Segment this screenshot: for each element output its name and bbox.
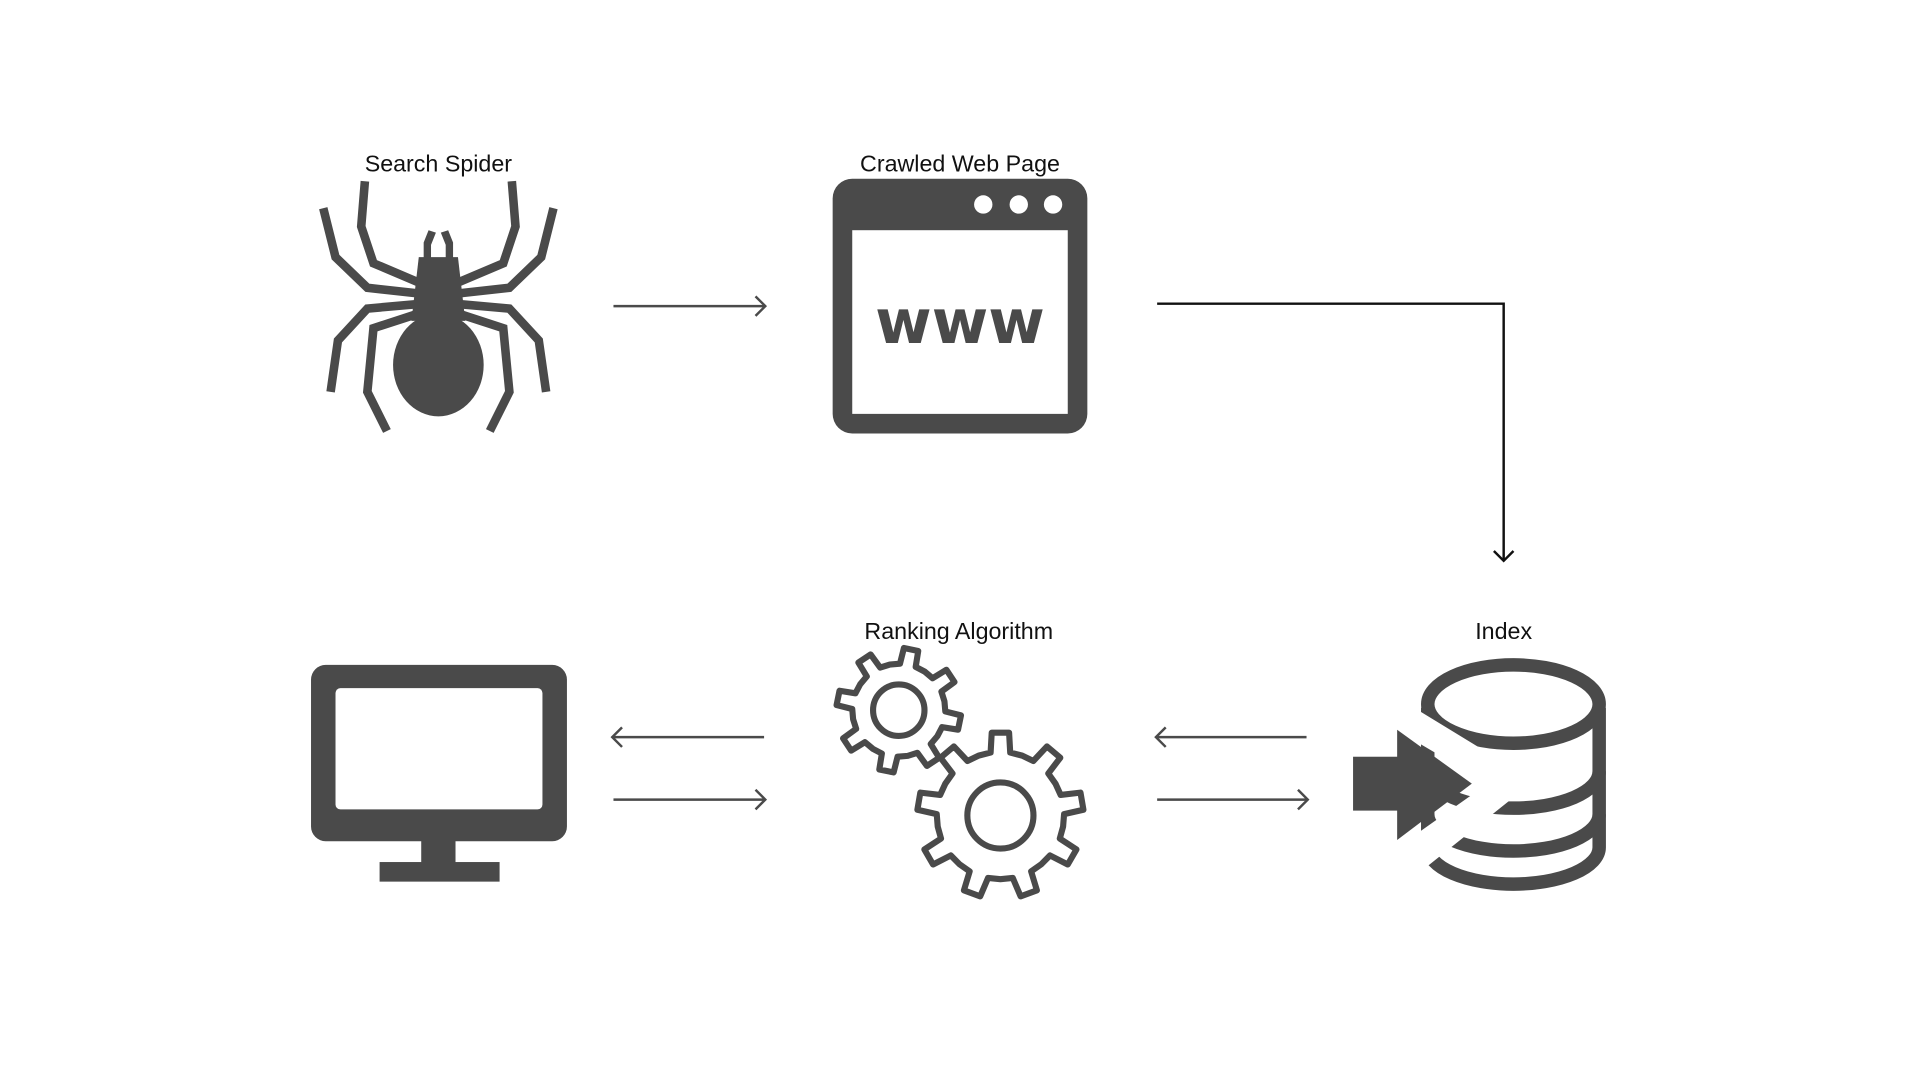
arrow-index-to-ranking (1154, 726, 1307, 748)
arrow-spider-to-page (613, 295, 768, 317)
small-gear-icon (833, 644, 965, 776)
www-text: www (875, 287, 1045, 358)
arrow-ranking-to-monitor (610, 726, 765, 748)
arrow-ranking-to-index (1157, 788, 1310, 811)
spider-icon (319, 180, 558, 433)
connector-page-to-index (1157, 302, 1515, 563)
label-search-spider: Search Spider (365, 150, 513, 176)
label-crawled-web-page: Crawled Web Page (860, 150, 1060, 176)
insert-arrow-icon (1353, 704, 1519, 882)
arrow-monitor-to-ranking (613, 788, 768, 811)
gears-icon (833, 644, 1087, 900)
large-gear-icon (914, 729, 1087, 900)
monitor-icon (311, 664, 567, 882)
browser-window-icon: www (832, 178, 1088, 434)
label-ranking-algorithm: Ranking Algorithm (864, 618, 1053, 644)
label-index: Index (1475, 618, 1532, 644)
